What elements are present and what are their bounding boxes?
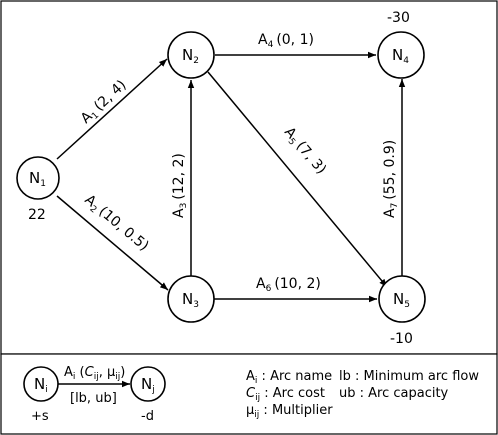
legend-node-i-supply: +s: [31, 409, 49, 424]
svg-text:N3: N3: [182, 290, 199, 310]
legend-def-arc-name: Ai : Arc name: [246, 369, 332, 386]
node-N5-supply: -10: [390, 331, 413, 347]
legend-node-i: Ni: [23, 366, 59, 402]
svg-text:N5: N5: [393, 290, 410, 310]
legend-arc-top-label: Ai (Cij, μij): [64, 365, 125, 382]
arc-A2-line: [56, 195, 169, 291]
arc-A4-label: A4(0, 1): [258, 32, 314, 50]
legend-node-j: Nj: [130, 366, 166, 402]
svg-text:Ni: Ni: [34, 375, 48, 395]
legend-node-j-supply: -d: [141, 409, 154, 424]
legend-def-arc-cost: Cij : Arc cost: [246, 386, 325, 403]
arc-A3-label: A3(12, 2): [171, 153, 189, 218]
svg-text:N2: N2: [182, 46, 199, 66]
node-N1: N1: [16, 156, 60, 200]
arc-A1-line: [56, 58, 168, 160]
node-N2: N2: [167, 31, 215, 79]
node-N1-supply: 22: [28, 207, 46, 223]
svg-text:N4: N4: [392, 46, 409, 66]
node-N5: N5: [378, 275, 426, 323]
svg-text:N1: N1: [29, 169, 46, 189]
node-N4-supply: -30: [387, 10, 410, 26]
arc-A6-label: A6(10, 2): [256, 276, 321, 294]
legend-ub-definition: ub : Arc capacity: [339, 386, 449, 401]
node-N4: N4: [377, 31, 425, 79]
legend-arc-bounds-label: [lb, ub]: [70, 391, 117, 406]
legend-lb-definition: lb : Minimum arc flow: [339, 369, 479, 384]
legend-def-multiplier: μij : Multiplier: [246, 403, 333, 420]
arc-A5-line: [207, 71, 388, 288]
svg-text:Nj: Nj: [141, 375, 155, 395]
node-N3: N3: [167, 275, 215, 323]
legend-panel-border: [0, 353, 498, 435]
arc-A7-label: A7(55, 0.9): [382, 140, 400, 218]
